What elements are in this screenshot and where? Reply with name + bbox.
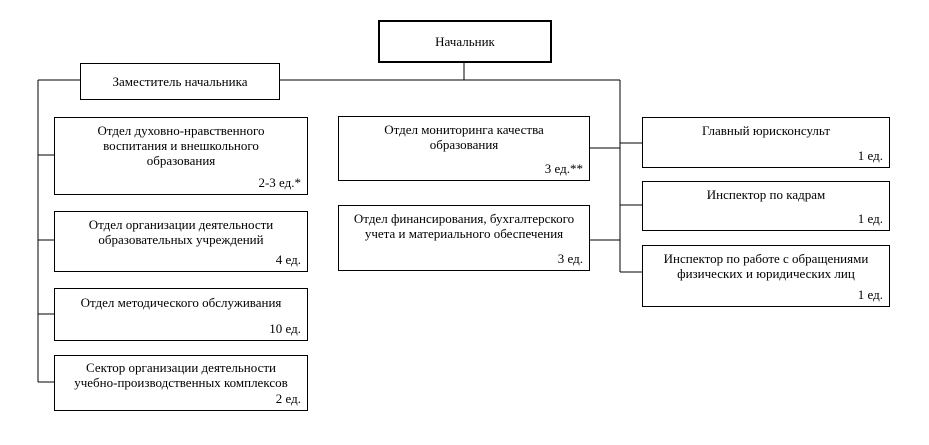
unit-staff: 1 ед. (857, 211, 883, 226)
unit-name: Главный юрисконсульт (701, 123, 830, 138)
unit-name: Инспектор по кадрам (706, 187, 826, 202)
unit-name: Инспектор по работе с обращениями физиче… (663, 251, 869, 281)
unit-financing-accounting: Отдел финансирования, бухгалтерского уче… (338, 205, 590, 271)
unit-name: Отдел духовно-нравственного воспитания и… (97, 123, 265, 168)
unit-name: Отдел организации деятельности образоват… (88, 217, 274, 247)
unit-staff: 2 ед. (275, 391, 301, 406)
unit-staff: 1 ед. (857, 287, 883, 302)
unit-name: Отдел мониторинга качества образования (384, 122, 544, 152)
unit-staff: 4 ед. (275, 252, 301, 267)
unit-spiritual-education: Отдел духовно-нравственного воспитания и… (54, 117, 308, 195)
deputy-box: Заместитель начальника (80, 63, 280, 100)
unit-institution-activities: Отдел организации деятельности образоват… (54, 211, 308, 272)
unit-quality-monitoring: Отдел мониторинга качества образования 3… (338, 116, 590, 181)
unit-hr-inspector: Инспектор по кадрам 1 ед. (642, 181, 890, 231)
chief-title: Начальник (435, 34, 495, 49)
unit-name: Отдел методического обслуживания (80, 295, 282, 310)
unit-staff: 3 ед. (557, 251, 583, 266)
unit-staff: 2-3 ед.* (258, 175, 301, 190)
unit-appeals-inspector: Инспектор по работе с обращениями физиче… (642, 245, 890, 307)
chief-box: Начальник (378, 20, 552, 63)
unit-name: Отдел финансирования, бухгалтерского уче… (353, 211, 575, 241)
unit-name: Сектор организации деятельности учебно-п… (74, 360, 288, 390)
unit-methodical-service: Отдел методического обслуживания 10 ед. (54, 288, 308, 341)
unit-staff: 10 ед. (269, 321, 301, 336)
unit-staff: 1 ед. (857, 148, 883, 163)
unit-production-complexes: Сектор организации деятельности учебно-п… (54, 355, 308, 411)
unit-staff: 3 ед.** (544, 161, 583, 176)
deputy-title: Заместитель начальника (112, 74, 248, 89)
unit-chief-legal-advisor: Главный юрисконсульт 1 ед. (642, 117, 890, 168)
